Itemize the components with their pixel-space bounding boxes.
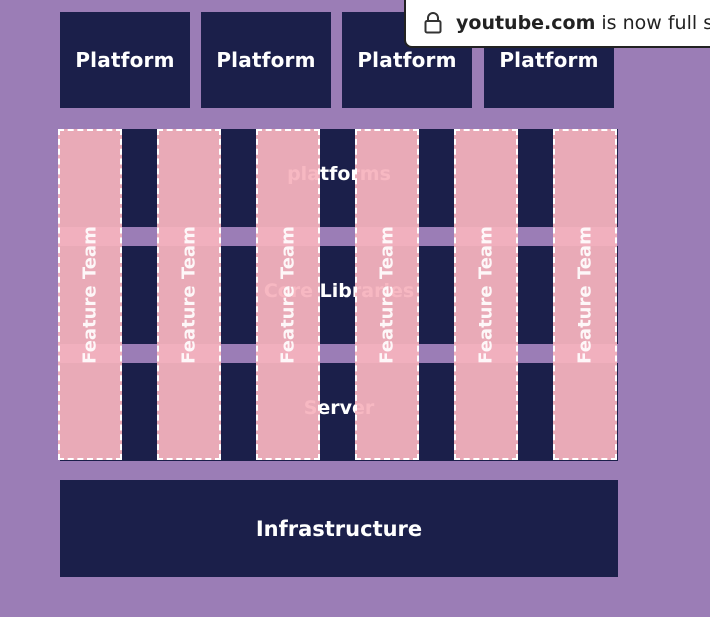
infrastructure-box: Infrastructure: [60, 480, 618, 577]
platform-box-2: Platform: [201, 12, 331, 108]
feature-team-label: Feature Team: [475, 225, 497, 364]
lock-icon: [424, 12, 442, 34]
feature-team-label: Feature Team: [574, 225, 596, 364]
notification-message: is now full scr: [601, 12, 710, 34]
feature-team-label: Feature Team: [376, 225, 398, 364]
notification-host: youtube.com: [456, 12, 596, 34]
platform-label: Platform: [357, 48, 457, 72]
feature-team-6: Feature Team: [553, 129, 617, 460]
layer-platforms: platforms: [60, 129, 618, 227]
feature-team-1: Feature Team: [58, 129, 122, 460]
infrastructure-label: Infrastructure: [255, 516, 423, 541]
platform-label: Platform: [75, 48, 175, 72]
feature-team-5: Feature Team: [454, 129, 518, 460]
feature-team-label: Feature Team: [79, 225, 101, 364]
feature-team-3: Feature Team: [256, 129, 320, 460]
fullscreen-notification: youtube.com is now full scr: [404, 0, 710, 48]
platform-box-1: Platform: [60, 12, 190, 108]
platform-label: Platform: [216, 48, 316, 72]
layer-core-libraries: Core Libraries: [60, 246, 618, 344]
feature-team-label: Feature Team: [178, 225, 200, 364]
layer-server: Server: [60, 363, 618, 461]
feature-team-2: Feature Team: [157, 129, 221, 460]
feature-team-label: Feature Team: [277, 225, 299, 364]
feature-team-4: Feature Team: [355, 129, 419, 460]
platform-label: Platform: [499, 48, 599, 72]
